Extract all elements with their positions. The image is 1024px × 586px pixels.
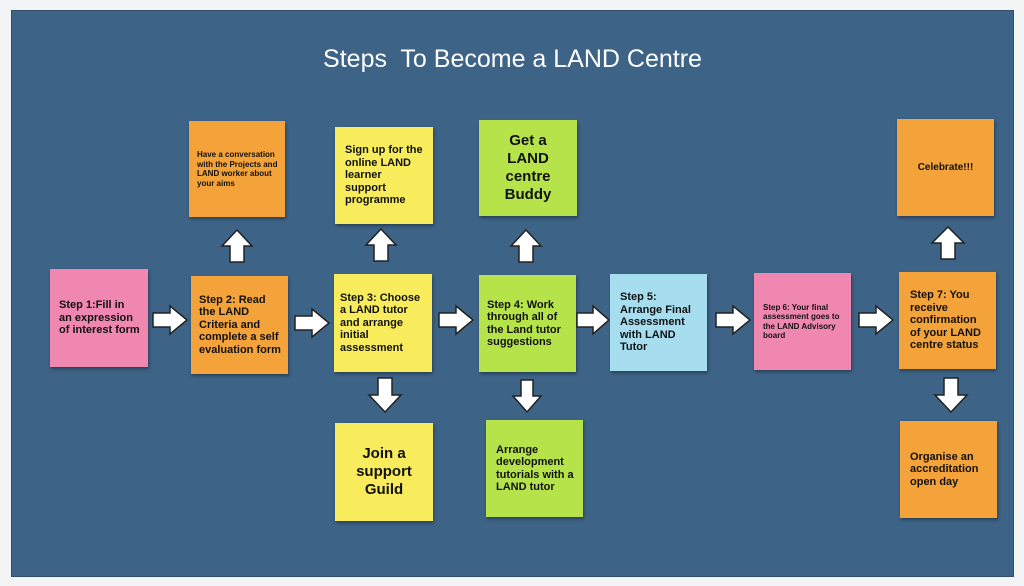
note-tutorials-text: Arrange development tutorials with a LAN… [496, 443, 574, 494]
note-step-4-text: Step 4: Work through all of the Land tut… [487, 298, 561, 349]
block-arrow-icon [220, 228, 254, 263]
block-arrow-icon [715, 304, 752, 336]
block-arrow-icon [576, 304, 611, 336]
block-arrow-icon [152, 304, 189, 336]
note-step-1: Step 1:Fill in an expression of interest… [50, 269, 148, 367]
note-conversation-text: Have a conversation with the Projects an… [197, 150, 278, 188]
note-step-1-text: Step 1:Fill in an expression of interest… [59, 299, 140, 337]
note-step-7-text: Step 7: You receive confirmation of your… [910, 289, 981, 352]
note-conversation: Have a conversation with the Projects an… [189, 121, 285, 217]
note-open-day-text: Organise an accreditation open day [910, 450, 979, 488]
diagram-board: Steps To Become a LAND Centre Step 1:Fil… [11, 10, 1014, 577]
block-arrow-icon [294, 307, 331, 339]
note-buddy: Get a LAND centre Buddy [479, 120, 577, 216]
note-step-2: Step 2: Read the LAND Criteria and compl… [191, 276, 288, 374]
note-celebrate-text: Celebrate!!! [917, 161, 974, 173]
diagram-title: Steps To Become a LAND Centre [323, 45, 702, 73]
note-join-guild-text: Join a support Guild [356, 445, 412, 498]
note-tutorials: Arrange development tutorials with a LAN… [486, 420, 583, 517]
note-step-6-text: Step 6: Your final assessment goes to th… [763, 302, 840, 341]
note-step-4: Step 4: Work through all of the Land tut… [479, 275, 576, 372]
block-arrow-icon [933, 377, 969, 414]
block-arrow-icon [438, 304, 475, 336]
note-step-3-text: Step 3: Choose a LAND tutor and arrange … [340, 291, 421, 354]
note-step-5-text: Step 5: Arrange Final Assessment with LA… [620, 291, 691, 354]
note-open-day: Organise an accreditation open day [900, 421, 997, 518]
block-arrow-icon [511, 379, 543, 414]
note-step-3: Step 3: Choose a LAND tutor and arrange … [334, 274, 432, 372]
block-arrow-icon [367, 377, 403, 414]
block-arrow-icon [364, 227, 398, 262]
note-step-5: Step 5: Arrange Final Assessment with LA… [610, 274, 707, 371]
block-arrow-icon [930, 225, 966, 260]
note-step-7: Step 7: You receive confirmation of your… [899, 272, 996, 369]
block-arrow-icon [858, 304, 895, 336]
note-sign-up: Sign up for the online LAND learner supp… [335, 127, 433, 224]
note-step-6: Step 6: Your final assessment goes to th… [754, 273, 851, 370]
block-arrow-icon [509, 228, 543, 263]
note-step-2-text: Step 2: Read the LAND Criteria and compl… [199, 293, 281, 356]
note-join-guild: Join a support Guild [335, 423, 433, 521]
note-sign-up-text: Sign up for the online LAND learner supp… [345, 144, 423, 207]
note-celebrate: Celebrate!!! [897, 119, 994, 216]
note-buddy-text: Get a LAND centre Buddy [504, 132, 552, 203]
